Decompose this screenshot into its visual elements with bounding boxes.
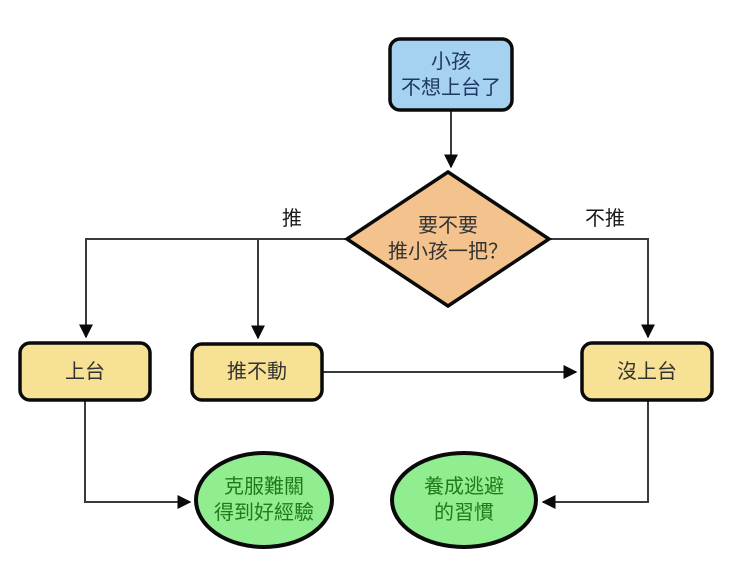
node-decision [343, 169, 553, 309]
node-no-stage-label: 沒上台 [617, 361, 677, 383]
node-no-stage [580, 341, 714, 402]
edge-decision-no-stage [549, 238, 655, 339]
edge-no-stage-outcome-bad [541, 400, 649, 509]
node-outcome-good [194, 451, 334, 549]
node-start-label-line1: 小孩 [431, 51, 471, 73]
node-outcome-bad-label: 養成逃避 的習慣 [424, 474, 504, 526]
node-outcome-bad [390, 451, 538, 549]
node-push-fail-label: 推不動 [227, 361, 287, 383]
node-start [388, 37, 514, 112]
node-push-fail [190, 342, 324, 402]
node-stage [18, 341, 152, 402]
node-outcome-good-label: 克服難關 得到好經驗 [214, 474, 314, 526]
node-outcome-good-line2: 得到好經驗 [214, 502, 314, 524]
node-decision-label-line1: 要不要 [418, 215, 478, 237]
node-decision-label: 要不要 推小孩一把？ [388, 213, 508, 265]
edge-label-push: 推 [282, 208, 302, 230]
node-start-label: 小孩 不想上台了 [401, 49, 501, 101]
edge-stage-outcome-good [84, 400, 192, 509]
node-decision-label-line2: 推小孩一把？ [388, 241, 508, 263]
node-outcome-bad-line1: 養成逃避 [424, 476, 504, 498]
node-outcome-bad-line2: 的習慣 [434, 502, 494, 524]
edge-decision-stage [79, 238, 347, 339]
edge-label-no-push: 不推 [585, 208, 625, 230]
node-start-label-line2: 不想上台了 [401, 77, 501, 99]
node-outcome-good-line1: 克服難關 [224, 476, 304, 498]
node-stage-label: 上台 [65, 361, 105, 383]
